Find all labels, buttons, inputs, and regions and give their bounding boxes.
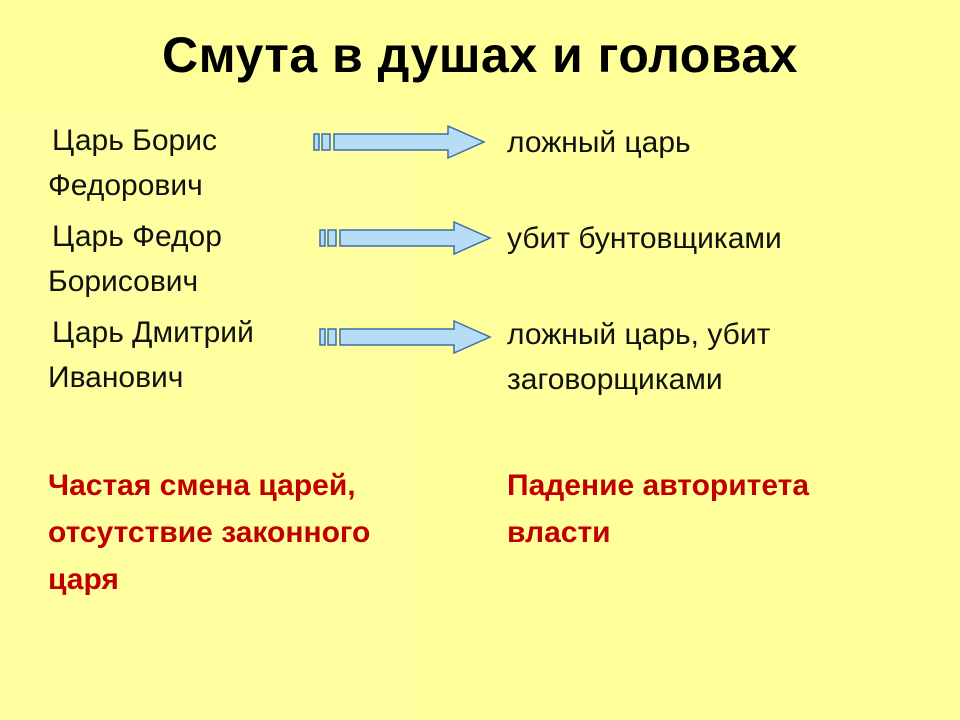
conclusion-cause: Частая смена царей, отсутствие законного… (48, 469, 371, 596)
right-panel-background (420, 110, 960, 720)
fate-fedor-label: убит бунтовщиками (507, 222, 782, 255)
tsar-fedor-label: Царь Федор Борисович (48, 220, 222, 298)
tsar-dmitry-label: Царь Дмитрий Иванович (48, 316, 254, 394)
striped-right-arrow-icon (313, 124, 486, 160)
conclusion-effect: Падение авторитета власти (507, 469, 810, 549)
left-panel-background (0, 110, 420, 720)
striped-right-arrow-icon (319, 220, 492, 256)
striped-right-arrow-icon (319, 319, 492, 355)
fate-dmitry-label: ложный царь, убит заговорщиками (507, 318, 771, 396)
fate-boris-label: ложный царь (507, 126, 691, 159)
tsar-boris-label: Царь Борис Федорович (48, 124, 217, 202)
slide-title: Смута в душах и головах (162, 27, 798, 83)
